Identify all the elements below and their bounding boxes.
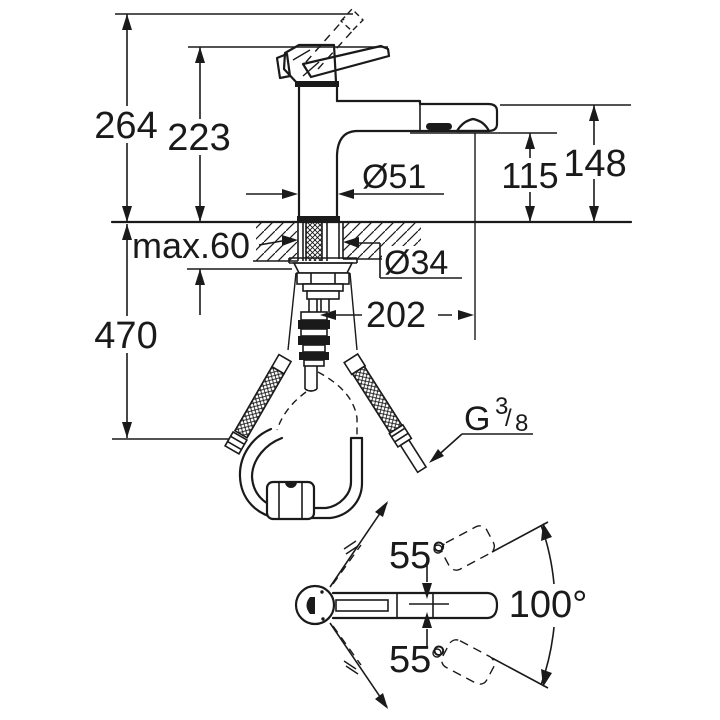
dim-body-dia: Ø51: [246, 158, 444, 199]
dim-body-dia-label: Ø51: [362, 158, 426, 196]
coupling-7: [303, 359, 325, 367]
spout-dividers: [396, 593, 434, 618]
dim-202-label: 202: [366, 294, 426, 335]
cartridge-side-detail: [275, 52, 292, 80]
adapter-step1: [302, 283, 344, 292]
dim-470: 470: [94, 224, 229, 440]
dim-hole-dia: Ø34: [343, 237, 462, 282]
dim-max60-label: max.60: [132, 225, 250, 266]
spray-head-down-dashed: [441, 639, 495, 685]
dim-hole-dia-label: Ø34: [384, 244, 448, 282]
thread-denominator: 8: [515, 410, 528, 437]
dim-max60: max.60: [132, 225, 298, 315]
thread-slash: /: [505, 405, 512, 432]
dim-470-label: 470: [94, 315, 157, 357]
break-mark-up: [343, 540, 359, 555]
faucet-body: [297, 83, 339, 219]
threaded-shank: [306, 222, 322, 261]
swivel-boundary-lines: [491, 521, 549, 689]
lever-raised-dashed: [305, 18, 356, 70]
coupling-2: [298, 320, 330, 329]
spray-head-button: [426, 123, 452, 130]
dim-115: 115: [410, 132, 559, 222]
spray-head-up-pin: [433, 544, 443, 554]
swivel-up-centerline: [332, 544, 362, 585]
dim-223-label: 223: [167, 117, 230, 159]
hidden-hose-dashed: [276, 371, 358, 436]
hose-weight-detail: [278, 482, 303, 519]
faucet-spout: [335, 99, 499, 157]
top-view: 55° 55° 100°: [294, 501, 588, 709]
spout-top-view: [331, 591, 499, 620]
cartridge-base-band: [295, 81, 339, 87]
supply-hose-right: [343, 352, 428, 474]
coupling-1: [300, 311, 328, 321]
hose-ferrule-left: [270, 353, 293, 375]
dim-264-label: 264: [94, 105, 157, 147]
swivel-down-centerline: [332, 625, 362, 666]
faucet-base-top-view: [294, 584, 336, 626]
hose-runs: [287, 272, 358, 351]
shank-tubes: [302, 222, 340, 261]
coupling-4: [298, 336, 330, 345]
swivel-lower-label: 55°: [389, 639, 446, 681]
braided-hose-left: [233, 365, 286, 439]
hose-weight-notch: [285, 482, 297, 488]
nut-facets: [310, 273, 336, 284]
coupling-6: [299, 352, 329, 360]
hose-stub: [304, 366, 318, 392]
thread-numerator: 3: [495, 393, 508, 420]
twin-tubes: [308, 299, 330, 312]
swivel-total-label: 100°: [509, 584, 588, 626]
cone-washer: [292, 262, 354, 274]
spout-outlet: [455, 117, 491, 133]
hose-nut-left: [223, 430, 249, 455]
dim-thread: G 3 / 8: [429, 393, 533, 463]
dim-148: 148: [500, 104, 631, 222]
braided-hose-right: [351, 365, 404, 435]
mounting-nut: [296, 272, 350, 285]
mounting-hardware: [288, 257, 358, 392]
dimensions: 264 223 470 max.60: [94, 13, 631, 463]
pullout-hose-loop-inner: [250, 436, 364, 510]
dim-148-label: 148: [563, 143, 626, 185]
spray-head-down-pin: [432, 648, 442, 658]
supply-hose-left: [223, 353, 293, 455]
thread-letter: G: [464, 400, 490, 438]
break-mark-down: [343, 660, 359, 675]
base-dot-top: [320, 590, 324, 594]
pullout-hose-loop-outer: [238, 427, 364, 520]
base-dot-bottom: [321, 617, 325, 621]
spout-inner-detail: [335, 599, 389, 612]
base-notch: [306, 597, 315, 614]
dim-264: 264: [94, 13, 353, 222]
side-view: [110, 7, 633, 521]
adapter-step2: [306, 290, 340, 300]
dim-115-label: 115: [501, 155, 558, 196]
cartridge-detail: [292, 49, 320, 77]
coupling-5: [302, 344, 326, 353]
dim-202: 202: [320, 133, 476, 340]
faucet-base-ring: [297, 216, 340, 223]
swivel-arc: [540, 524, 555, 686]
swivel-upper-label: 55°: [389, 535, 446, 577]
spray-head-up-dashed: [441, 525, 495, 571]
dim-223: 223: [167, 46, 388, 222]
lever-raised-tip: [340, 7, 364, 32]
coupling-3: [300, 328, 328, 337]
hose-end-right: [399, 438, 428, 474]
faucet-lever: [301, 44, 391, 79]
